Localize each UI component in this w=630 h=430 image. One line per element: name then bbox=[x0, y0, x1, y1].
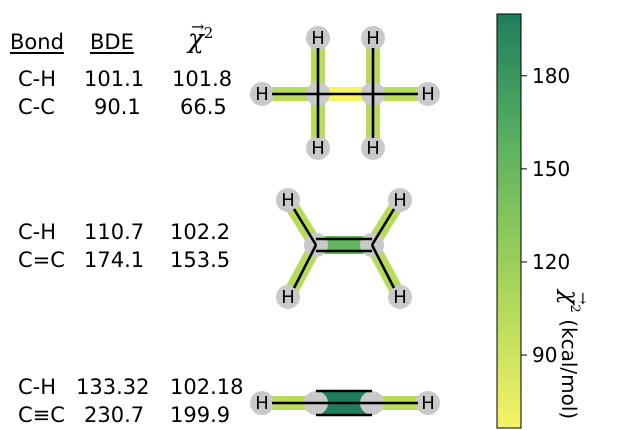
hydrogen-label: H bbox=[366, 138, 380, 159]
hydrogen-atom bbox=[276, 188, 300, 212]
ethylene-ch-bde: 110.7 bbox=[84, 220, 145, 244]
ethane-cc-chi: 66.5 bbox=[180, 95, 227, 119]
ch-bond-stick bbox=[370, 244, 396, 289]
colorbar-tick-label: 120 bbox=[532, 249, 571, 274]
ethylene-ch-chi: 102.2 bbox=[170, 220, 231, 244]
colorbar-title: →χ2 (kcal/mol) bbox=[556, 290, 592, 420]
chi-symbol: χ bbox=[188, 24, 204, 55]
ethane-ch-bde: 101.1 bbox=[84, 67, 145, 91]
hydrogen-label: H bbox=[393, 287, 407, 308]
ch-bond-stick bbox=[292, 208, 318, 246]
ethylene-cc-chi: 153.5 bbox=[170, 248, 231, 272]
ethane-cc-bond: C-C bbox=[18, 95, 55, 119]
hydrogen-label: H bbox=[281, 190, 295, 211]
hydrogen-label: H bbox=[255, 84, 269, 105]
colorbar-gradient bbox=[496, 13, 522, 429]
header-chi-squared: →χ2 bbox=[188, 19, 214, 55]
hydrogen-atom bbox=[250, 391, 274, 415]
ethylene-cc-bde: 174.1 bbox=[84, 248, 145, 272]
acetylene-cc-bde: 230.7 bbox=[84, 403, 145, 427]
colorbar-tick-label: 90 bbox=[532, 343, 558, 368]
colorbar-chi-symbol: →χ2 bbox=[556, 290, 592, 313]
ch-bond-stick bbox=[292, 244, 318, 289]
hydrogen-atom bbox=[416, 82, 440, 106]
colorbar-tick-label: 180 bbox=[532, 63, 571, 88]
colorbar-ticks bbox=[521, 75, 527, 356]
colorbar-unit: (kcal/mol) bbox=[557, 319, 581, 420]
hydrogen-atom bbox=[306, 26, 330, 50]
colorbar-chi-sup: 2 bbox=[567, 304, 582, 313]
colorbar-tick-label: 150 bbox=[532, 156, 571, 181]
ethane-ch-chi: 101.8 bbox=[172, 67, 233, 91]
hydrogen-atom bbox=[276, 285, 300, 309]
hydrogen-label: H bbox=[421, 84, 435, 105]
hydrogen-atom bbox=[361, 136, 385, 160]
acetylene-ch-chi: 102.18 bbox=[170, 375, 244, 399]
ethane-molecule: H H H H H H bbox=[250, 26, 440, 160]
acetylene-ch-bond: C-H bbox=[18, 375, 57, 399]
hydrogen-label: H bbox=[255, 393, 269, 414]
hydrogen-label: H bbox=[311, 28, 325, 49]
header-bond: Bond bbox=[10, 30, 64, 54]
hydrogen-label: H bbox=[421, 393, 435, 414]
hydrogen-atom bbox=[388, 188, 412, 212]
hydrogen-atom bbox=[250, 82, 274, 106]
acetylene-ch-bde: 133.32 bbox=[76, 375, 150, 399]
ethane-cc-bde: 90.1 bbox=[94, 95, 141, 119]
ethylene-molecule: H H H H bbox=[276, 188, 412, 309]
hydrogen-atom bbox=[361, 26, 385, 50]
hydrogen-atom bbox=[416, 391, 440, 415]
hydrogen-label: H bbox=[366, 28, 380, 49]
hydrogen-label: H bbox=[393, 190, 407, 211]
header-bde: BDE bbox=[90, 30, 134, 54]
colorbar-arrow-icon: → bbox=[574, 292, 592, 305]
acetylene-cc-chi: 199.9 bbox=[170, 403, 231, 427]
ethylene-ch-bond: C-H bbox=[18, 220, 57, 244]
chi-superscript: 2 bbox=[203, 24, 214, 42]
hydrogen-label: H bbox=[311, 138, 325, 159]
hydrogen-label: H bbox=[281, 287, 295, 308]
ethane-ch-bond: C-H bbox=[18, 67, 57, 91]
ch-bond-stick bbox=[370, 208, 396, 246]
acetylene-cc-bond: C≡C bbox=[18, 403, 65, 427]
hydrogen-atom bbox=[306, 136, 330, 160]
hydrogen-atom bbox=[388, 285, 412, 309]
vector-arrow-icon: → bbox=[191, 17, 205, 36]
ethylene-cc-bond: C=C bbox=[18, 248, 65, 272]
